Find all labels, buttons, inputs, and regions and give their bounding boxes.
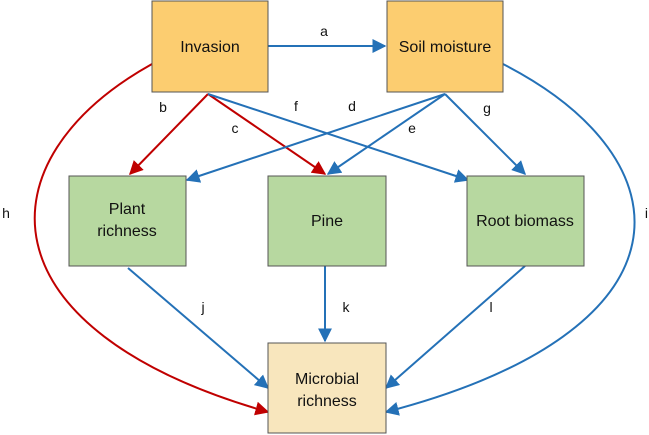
edge-label-e: e (408, 120, 416, 136)
edge-b-arrow (129, 93, 209, 176)
edge-c-arrow (207, 93, 327, 175)
edge-label-f: f (294, 98, 298, 114)
node-root-biomass-label: Root biomass (476, 213, 574, 230)
node-root-biomass: Root biomass (466, 175, 585, 267)
node-microbial-richness-label-line1: Microbial (295, 371, 359, 388)
edge-j-arrow (127, 267, 270, 389)
node-soil-moisture: Soil moisture (386, 0, 504, 93)
node-soil-moisture-box (386, 0, 504, 93)
node-pine-label: Pine (311, 213, 343, 230)
node-microbial-richness-box (267, 342, 387, 434)
node-invasion: Invasion (151, 0, 269, 93)
edge-label-d: d (348, 98, 356, 114)
edge-label-g: g (483, 100, 491, 116)
node-soil-moisture-label: Soil moisture (399, 39, 492, 56)
node-microbial-richness-label-line2: richness (297, 393, 357, 410)
edge-label-j: j (200, 299, 204, 315)
edge-l-arrow (384, 265, 526, 389)
edge-g-arrow (444, 93, 526, 175)
node-pine: Pine (267, 175, 387, 267)
edge-e-arrow (326, 93, 446, 175)
node-invasion-box (151, 0, 269, 93)
edge-d-arrow (185, 93, 446, 183)
node-plant-richness-label-line1: Plant (109, 201, 146, 218)
node-plant-richness-box (68, 175, 187, 267)
node-pine-box (267, 175, 387, 267)
edge-label-b: b (159, 99, 167, 115)
edge-label-a: a (320, 23, 328, 39)
node-plant-richness-label-line2: richness (97, 223, 157, 240)
edge-labels: a b c f d e g h i j k l (2, 23, 648, 315)
edge-label-h: h (2, 205, 10, 221)
node-microbial-richness: Microbial richness (267, 342, 387, 434)
edge-label-i: i (645, 205, 648, 221)
edge-label-k: k (343, 299, 351, 315)
edge-label-l: l (489, 299, 492, 315)
edge-i-arrow (384, 63, 636, 416)
edges (33, 39, 636, 416)
node-invasion-label: Invasion (180, 39, 240, 56)
edge-label-c: c (232, 120, 239, 136)
node-root-biomass-box (466, 175, 585, 267)
edge-f-arrow (207, 93, 470, 183)
edge-h-arrow (33, 63, 270, 416)
node-plant-richness: Plant richness (68, 175, 187, 267)
